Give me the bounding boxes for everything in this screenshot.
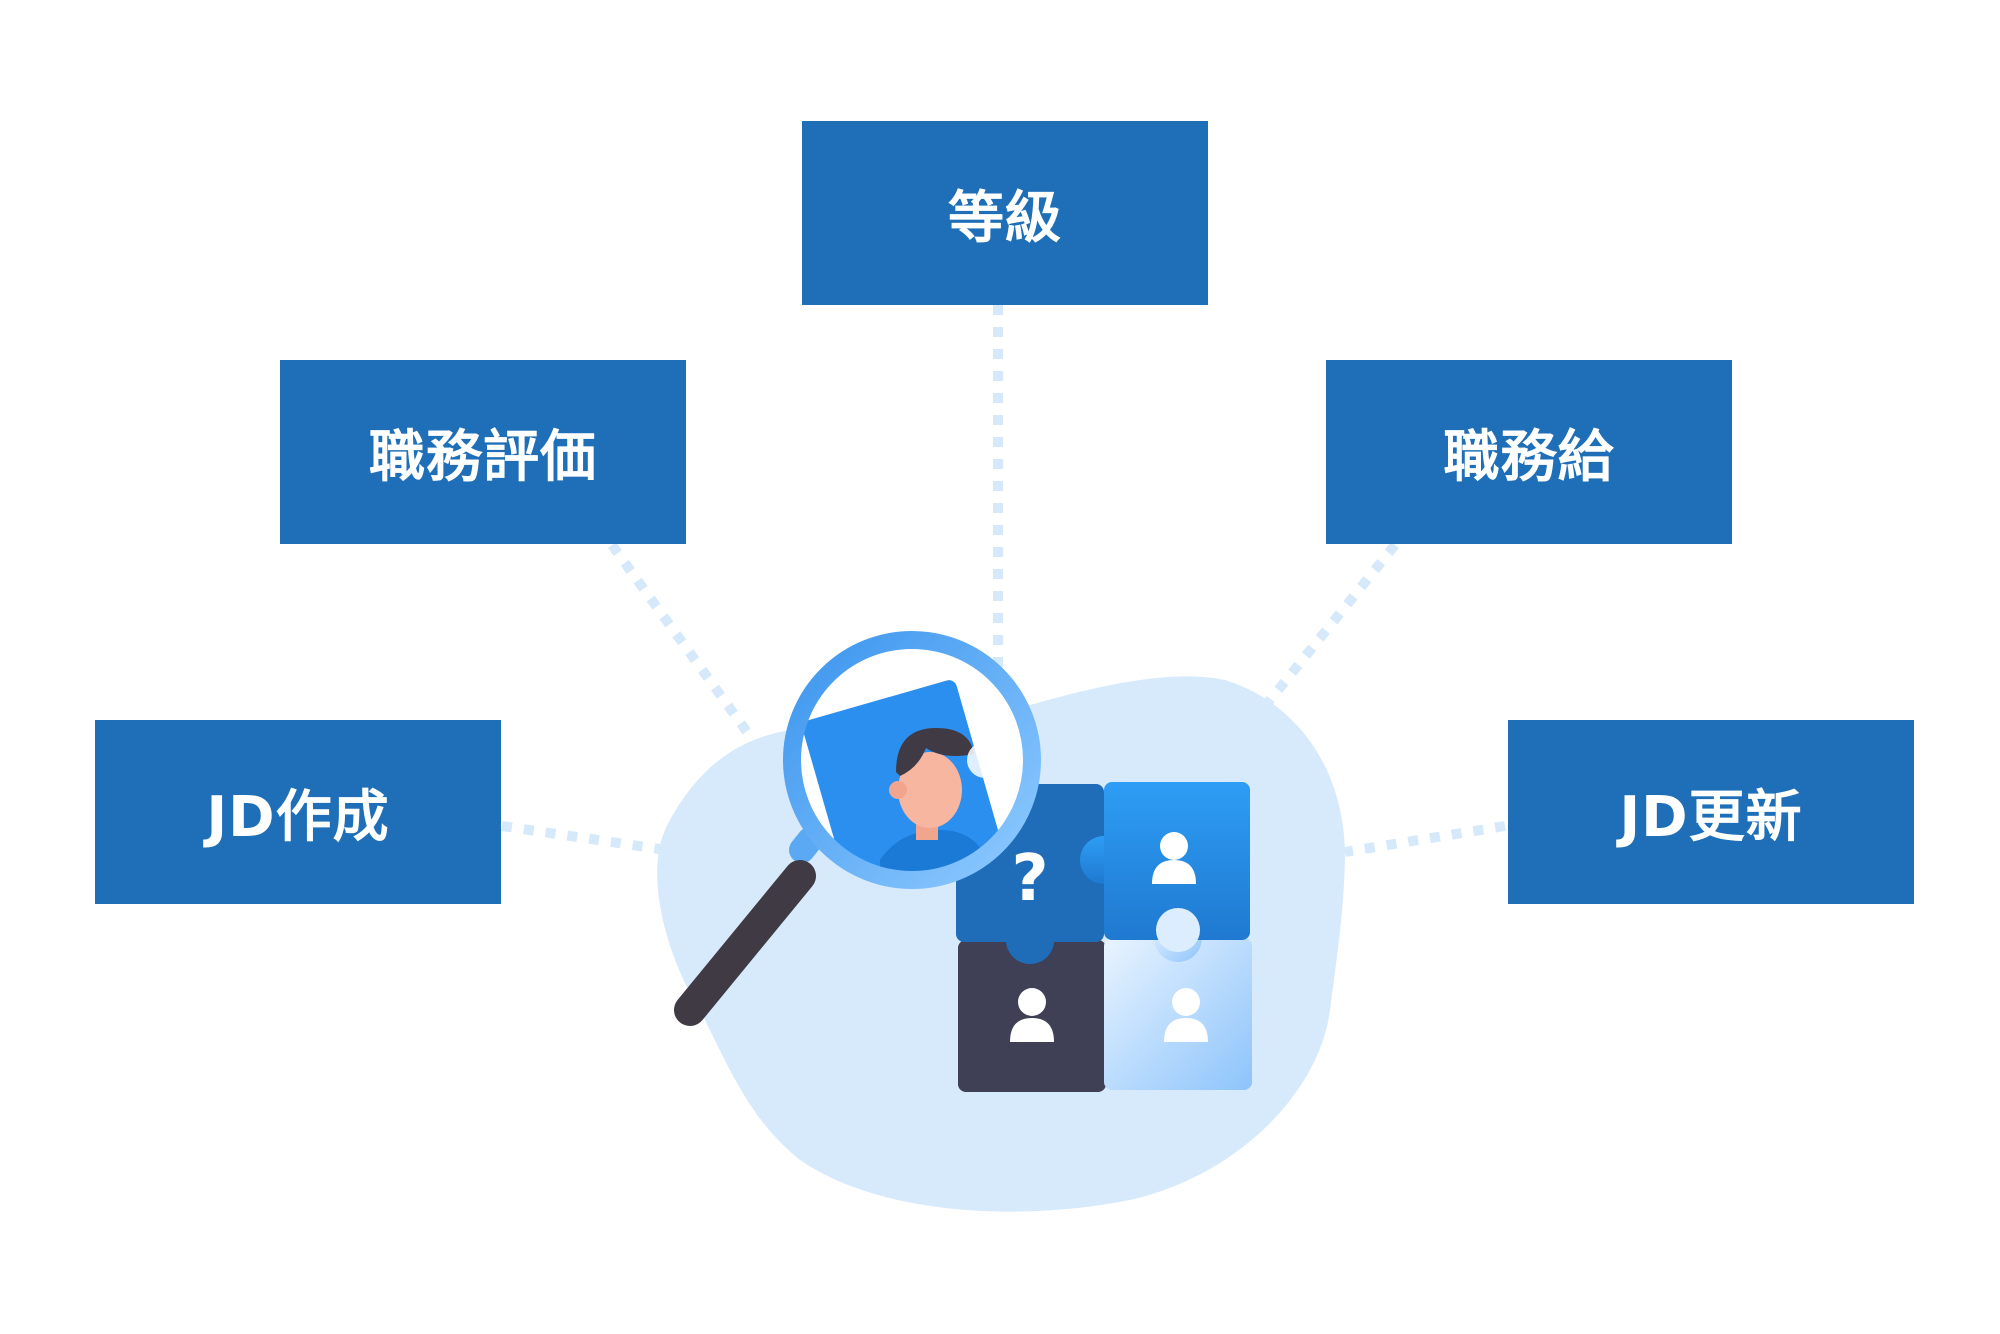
label-job-evaluation: 職務評価 bbox=[280, 360, 686, 544]
connector-jd-update bbox=[1344, 821, 1506, 857]
person-icon bbox=[1164, 988, 1208, 1042]
connector-evaluation bbox=[607, 542, 765, 753]
connector-lines bbox=[501, 305, 1506, 857]
label-grade: 等級 bbox=[802, 121, 1208, 305]
magnifier-ring bbox=[783, 631, 1041, 889]
person-icons bbox=[1010, 832, 1208, 1042]
connector-jd-create bbox=[501, 821, 681, 857]
connector-salary bbox=[1254, 541, 1399, 719]
question-mark-icon: ? bbox=[1011, 842, 1048, 916]
person-icon bbox=[1152, 832, 1196, 884]
magnifier-handle bbox=[674, 827, 823, 1026]
person-icon bbox=[1010, 988, 1054, 1042]
label-jd-update: JD更新 bbox=[1508, 720, 1914, 904]
label-job-salary: 職務給 bbox=[1326, 360, 1732, 544]
magnifier-lens-content bbox=[800, 648, 1024, 872]
label-jd-create: JD作成 bbox=[95, 720, 501, 904]
